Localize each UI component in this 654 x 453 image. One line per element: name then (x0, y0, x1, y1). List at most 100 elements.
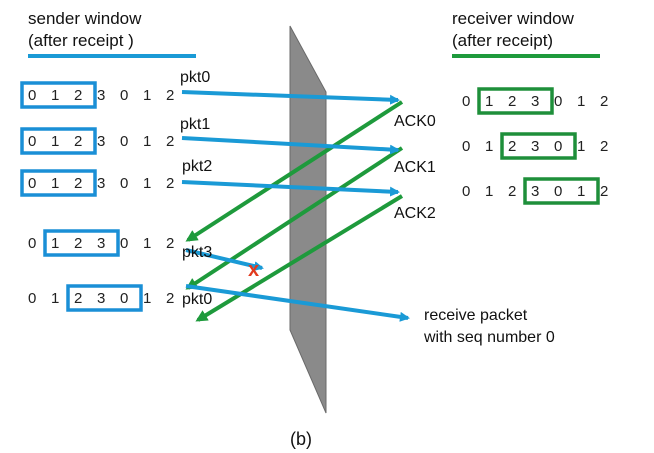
receiver-seq-number: 2 (508, 183, 516, 200)
sender-window-box (66, 284, 143, 312)
receiver-seq-number: 0 (554, 93, 562, 110)
receiver-window-box (500, 132, 577, 160)
channel-plane (289, 25, 327, 414)
sender-seq-number: 2 (74, 87, 82, 104)
sender-window-box (20, 169, 97, 197)
sender-seq-number: 0 (28, 290, 36, 307)
sender-window-box (20, 81, 97, 109)
receiver-seq-number: 0 (554, 138, 562, 155)
receiver-seq-number: 1 (485, 93, 493, 110)
pkt1-arrow (181, 136, 400, 155)
receiver-seq-number: 2 (600, 138, 608, 155)
sender-seq-number: 1 (143, 175, 151, 192)
receiver-seq-number: 1 (485, 138, 493, 155)
receiver-window-subtitle: (after receipt) (452, 31, 553, 50)
sender-seq-number: 0 (28, 87, 36, 104)
sender-seq-number: 3 (97, 87, 105, 104)
sender-seq-number: 3 (97, 235, 105, 252)
pkt2-arrow (181, 180, 400, 197)
receiver-seq-number: 1 (577, 138, 585, 155)
figure-caption: (b) (290, 429, 312, 449)
sender-seq-number: 1 (51, 175, 59, 192)
pkt3-arrow (185, 248, 264, 272)
receiver-seq-number: 1 (485, 183, 493, 200)
receive-note-line1: receive packet (424, 307, 528, 324)
sender-seq-number: 0 (120, 290, 128, 307)
sender-seq-number: 1 (51, 235, 59, 252)
sender-seq-number: 2 (74, 290, 82, 307)
sender-seq-number: 3 (97, 290, 105, 307)
receiver-seq-number: 3 (531, 138, 539, 155)
receiver-window-box (523, 177, 600, 205)
ack-label-2: ACK2 (394, 205, 436, 222)
receiver-window-box (477, 87, 554, 115)
ack-label-1: ACK1 (394, 159, 436, 176)
receiver-seq-number: 2 (508, 93, 516, 110)
sender-seq-number: 2 (74, 133, 82, 150)
sender-seq-number: 1 (143, 87, 151, 104)
sender-window-subtitle: (after receipt ) (28, 31, 134, 50)
sender-seq-number: 0 (28, 175, 36, 192)
sender-seq-number: 2 (74, 175, 82, 192)
sender-window-title: sender window (28, 9, 142, 28)
receiver-seq-number: 3 (531, 93, 539, 110)
pkt0-retransmit-arrow (185, 284, 410, 322)
sender-seq-number: 2 (166, 235, 174, 252)
receiver-seq-number: 2 (508, 138, 516, 155)
ack-label-0: ACK0 (394, 113, 436, 130)
sender-seq-number: 0 (120, 175, 128, 192)
ack1-arrow (185, 146, 404, 290)
sender-seq-number: 2 (74, 235, 82, 252)
sender-seq-number: 2 (166, 133, 174, 150)
receiver-window-title: receiver window (452, 9, 575, 28)
sender-seq-number: 2 (166, 175, 174, 192)
sender-seq-number: 1 (143, 290, 151, 307)
pkt0-arrow (181, 90, 400, 105)
sender-window-box (20, 127, 97, 155)
receiver-seq-number: 2 (600, 93, 608, 110)
sender-seq-number: 0 (28, 235, 36, 252)
sender-seq-number: 3 (97, 175, 105, 192)
receiver-seq-number: 0 (462, 183, 470, 200)
sender-seq-number: 1 (51, 87, 59, 104)
sender-seq-number: 1 (143, 235, 151, 252)
receiver-seq-number: 1 (577, 93, 585, 110)
receiver-seq-number: 1 (577, 183, 585, 200)
receiver-seq-number: 2 (600, 183, 608, 200)
receiver-seq-number: 0 (554, 183, 562, 200)
sender-window-box (43, 229, 120, 257)
pkt-label-1: pkt1 (180, 116, 210, 133)
pkt-label-4: pkt0 (182, 291, 212, 308)
sender-seq-number: 1 (51, 290, 59, 307)
sender-seq-number: 1 (143, 133, 151, 150)
sender-seq-number: 2 (166, 290, 174, 307)
receiver-seq-number: 0 (462, 93, 470, 110)
ack0-arrow (185, 100, 404, 242)
sender-seq-number: 2 (166, 87, 174, 104)
loss-x-icon: x (248, 259, 259, 281)
pkt-label-0: pkt0 (180, 69, 210, 86)
pkt-label-3: pkt3 (182, 244, 212, 261)
receiver-seq-number: 0 (462, 138, 470, 155)
ack2-arrow (195, 194, 404, 322)
sender-seq-number: 0 (120, 235, 128, 252)
sender-seq-number: 3 (97, 133, 105, 150)
receive-note-line2: with seq number 0 (423, 329, 555, 346)
receiver-seq-number: 3 (531, 183, 539, 200)
sender-seq-number: 0 (120, 133, 128, 150)
sender-seq-number: 0 (28, 133, 36, 150)
sender-seq-number: 1 (51, 133, 59, 150)
pkt-label-2: pkt2 (182, 158, 212, 175)
sender-seq-number: 0 (120, 87, 128, 104)
